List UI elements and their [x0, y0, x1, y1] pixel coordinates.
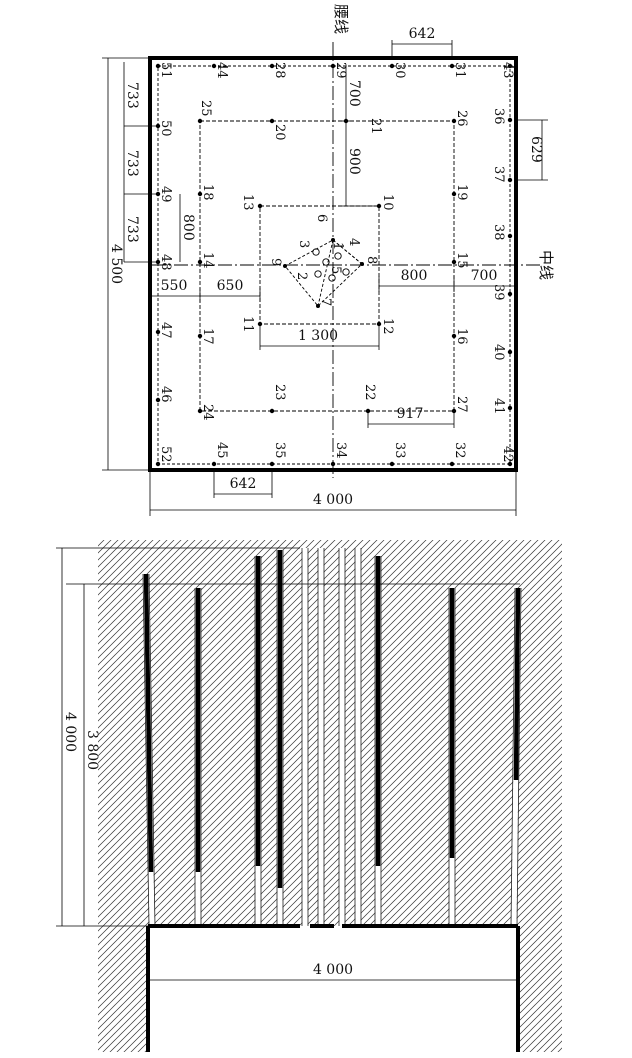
- hole-number-labels: 51 44 28 29 30 31 43 52 45 35 34 33 32 4…: [158, 62, 515, 463]
- hole-label-34: 34: [333, 442, 348, 459]
- center-line-label: 中线: [537, 250, 555, 280]
- hole-label-11: 11: [240, 316, 255, 333]
- hole-label-49: 49: [158, 186, 173, 203]
- dim-left-spacing-2: 733: [124, 150, 140, 177]
- tunnel-axis-label: 腰线: [332, 4, 350, 34]
- hole-label-48: 48: [158, 254, 173, 271]
- hole-label-2: 2: [294, 272, 309, 280]
- hole-label-14: 14: [200, 252, 215, 269]
- hole-label-1: 1: [330, 242, 345, 250]
- right-wall-hatching: [518, 926, 562, 1052]
- dim-section-width: 4 000: [313, 962, 353, 978]
- dim-center-800: 800: [401, 268, 428, 284]
- hole-label-10: 10: [380, 194, 395, 211]
- hole-label-42: 42: [500, 446, 515, 463]
- hole-label-21: 21: [368, 118, 383, 135]
- dim-right-spacing: 629: [528, 136, 544, 163]
- hole-label-18: 18: [200, 184, 215, 201]
- dim-left-spacing-1: 733: [124, 82, 140, 109]
- hole-label-33: 33: [392, 442, 407, 459]
- hole-label-50: 50: [158, 120, 173, 137]
- dim-bottom-spacing: 642: [230, 476, 257, 492]
- hole-label-22: 22: [362, 384, 377, 401]
- hole-label-44: 44: [214, 62, 229, 79]
- dim-center-700: 700: [471, 268, 498, 284]
- hole-label-45: 45: [214, 442, 229, 459]
- dim-bottom-917: 917: [397, 406, 424, 422]
- hole-label-43: 43: [500, 62, 515, 79]
- hole-label-5: 5: [328, 266, 343, 274]
- hole-label-37: 37: [491, 166, 506, 183]
- dim-offset-700: 700: [346, 80, 362, 107]
- section-view: 4 000 3 800 4 000: [56, 540, 562, 1052]
- hole-label-26: 26: [454, 110, 469, 127]
- hole-label-9: 9: [268, 258, 283, 266]
- dim-left-550: 550: [161, 278, 188, 294]
- center-empty-holes: [312, 248, 350, 282]
- dim-cut-1300: 1 300: [298, 328, 338, 344]
- hole-label-52: 52: [158, 446, 173, 463]
- hole-label-32: 32: [452, 442, 467, 459]
- section-dimension-lines: [56, 547, 520, 981]
- hole-label-4: 4: [346, 238, 361, 246]
- hole-label-29: 29: [333, 62, 348, 79]
- hole-label-23: 23: [272, 384, 287, 401]
- hole-label-30: 30: [392, 62, 407, 79]
- diamond-link: [317, 239, 334, 307]
- hole-label-35: 35: [272, 442, 287, 459]
- plan-view: 腰线 中线: [102, 4, 555, 516]
- dim-height: 4 500: [108, 244, 124, 284]
- hole-label-41: 41: [491, 398, 506, 415]
- hole-label-17: 17: [200, 328, 215, 345]
- hole-label-20: 20: [272, 124, 287, 141]
- dim-width: 4 000: [313, 492, 353, 508]
- hole-label-46: 46: [158, 386, 173, 403]
- hole-label-24: 24: [200, 404, 215, 421]
- dim-total-depth: 4 000: [62, 712, 78, 752]
- hole-label-19: 19: [454, 184, 469, 201]
- hole-label-47: 47: [158, 322, 173, 339]
- hole-label-36: 36: [491, 108, 506, 125]
- perimeter-holes: [155, 63, 513, 467]
- hole-label-31: 31: [452, 62, 467, 79]
- plan-dimension-lines: [102, 40, 548, 516]
- hole-label-13: 13: [240, 194, 255, 211]
- dim-inner-800: 800: [180, 214, 196, 241]
- plan-dimension-texts: 4 000 4 500 642 642 629 733 733 733 700 …: [108, 26, 544, 508]
- hole-label-16: 16: [454, 328, 469, 345]
- hole-label-6: 6: [314, 214, 329, 222]
- hole-label-39: 39: [491, 284, 506, 301]
- dim-hole-depth: 3 800: [84, 730, 100, 770]
- rock-mass-hatching: [98, 540, 562, 926]
- inner-holes: [197, 118, 457, 414]
- helper-hole-outline: [199, 120, 455, 412]
- dim-top-spacing: 642: [409, 26, 436, 42]
- tunnel-face: [146, 924, 520, 1052]
- hole-label-40: 40: [491, 344, 506, 361]
- hole-label-51: 51: [158, 62, 173, 79]
- hole-label-8: 8: [364, 256, 379, 264]
- hole-label-27: 27: [454, 396, 469, 413]
- blast-holes: [142, 548, 522, 927]
- hole-label-28: 28: [272, 62, 287, 79]
- hole-label-38: 38: [491, 224, 506, 241]
- hole-label-25: 25: [198, 100, 213, 117]
- dim-offset-900: 900: [346, 148, 362, 175]
- hole-label-3: 3: [296, 240, 311, 248]
- dim-left-spacing-3: 733: [124, 216, 140, 243]
- left-wall-hatching: [98, 926, 148, 1052]
- hole-label-12: 12: [380, 318, 395, 335]
- diamond-link: [332, 239, 363, 265]
- hole-label-7: 7: [318, 298, 333, 306]
- hole-label-15: 15: [454, 252, 469, 269]
- dim-left-650: 650: [217, 278, 244, 294]
